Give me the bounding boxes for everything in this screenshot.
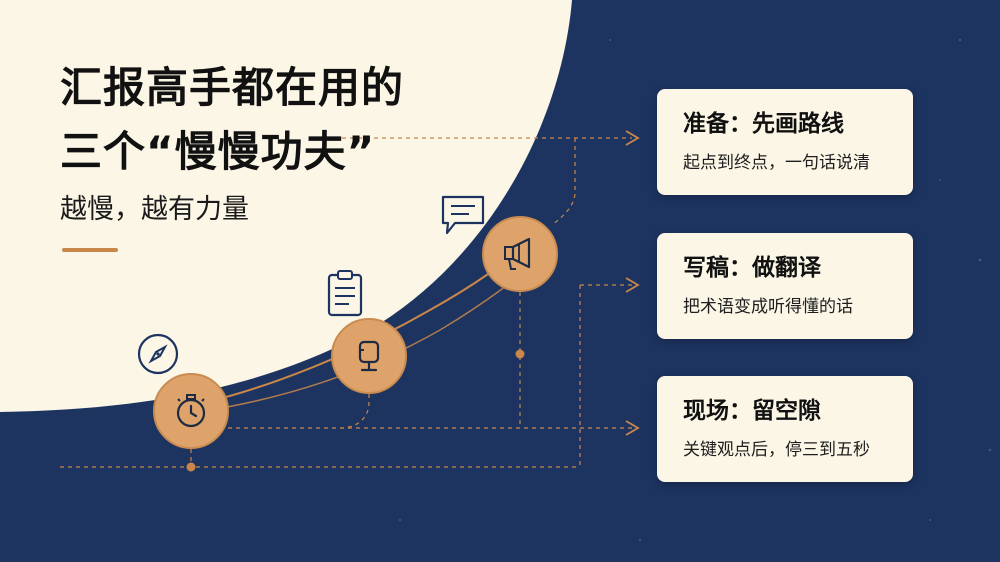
card-title: 写稿：做翻译: [683, 255, 821, 281]
stopwatch-icon: [176, 394, 206, 428]
cream-panel: [0, 0, 572, 412]
card-description: 把术语变成听得懂的话: [683, 297, 853, 317]
connector-top-drop: [551, 138, 576, 226]
card-title: 准备：先画路线: [683, 111, 844, 137]
speckles: [399, 38, 992, 542]
step-card-writing: 写稿：做翻译 把术语变成听得懂的话: [657, 233, 913, 339]
dashed-connectors: [60, 137, 632, 468]
card-description: 关键观点后，停三到五秒: [683, 440, 870, 460]
card-title: 现场：留空隙: [683, 398, 821, 424]
step-card-onsite: 现场：留空隙 关键观点后，停三到五秒: [657, 376, 913, 482]
subtitle: 越慢，越有力量: [60, 194, 249, 225]
step-card-preparation: 准备：先画路线 起点到终点，一句话说清: [657, 89, 913, 195]
arrowhead-bottom: [625, 420, 640, 436]
card-description: 起点到终点，一句话说清: [683, 153, 870, 173]
dot-node2: [515, 349, 525, 359]
microphone-icon: [358, 340, 380, 372]
arrowhead-mid: [625, 277, 640, 293]
connector-node1-curve: [339, 394, 370, 429]
page-title-line-2: 三个“慢慢功夫”: [60, 127, 376, 176]
node-megaphone: [482, 216, 558, 292]
clipboard-icon: [327, 270, 363, 317]
arrowhead-top: [625, 130, 640, 146]
node-microphone: [331, 318, 407, 394]
compass-icon: [137, 333, 179, 375]
accent-bar: [62, 248, 118, 252]
node-stopwatch: [153, 373, 229, 449]
megaphone-icon: [504, 237, 531, 270]
chat-bubble-icon: [441, 195, 485, 235]
dot-node0: [186, 462, 196, 472]
page-title-line-1: 汇报高手都在用的: [60, 63, 405, 112]
arrowheads: [625, 130, 640, 436]
